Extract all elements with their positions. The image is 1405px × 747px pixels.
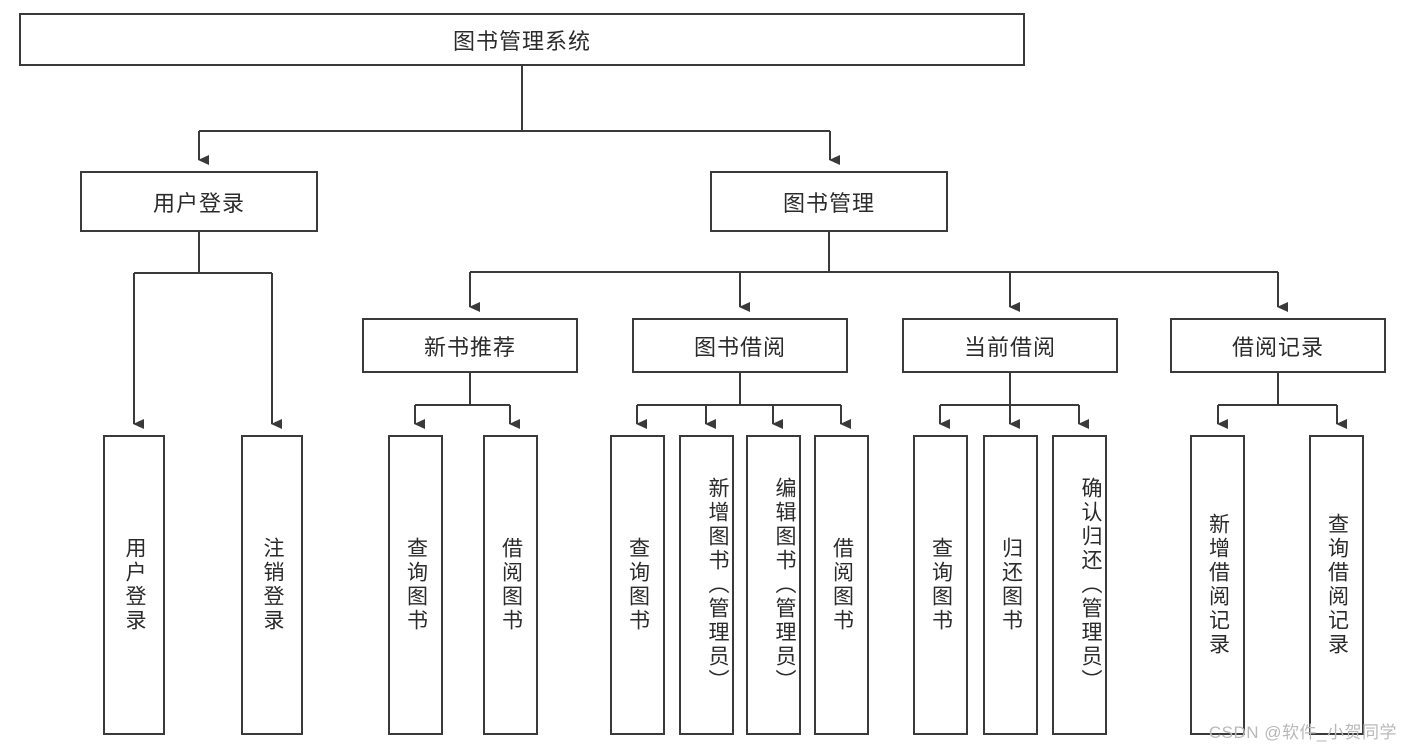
- node-leaf-query-book-3-label: 查询图书: [929, 537, 953, 633]
- node-current-borrow-label: 当前借阅: [963, 334, 1056, 360]
- node-leaf-confirm-return-label: 确认归还（管理员）: [1079, 477, 1102, 693]
- node-leaf-add-record[interactable]: 新增借阅记录: [1190, 435, 1245, 735]
- node-leaf-borrow-book-1-label: 借阅图书: [499, 537, 523, 633]
- node-leaf-logout-label: 注销登录: [261, 537, 284, 633]
- node-leaf-query-book-1-label: 查询图书: [404, 537, 428, 633]
- node-leaf-return-book-label: 归还图书: [999, 537, 1023, 633]
- node-leaf-query-record[interactable]: 查询借阅记录: [1309, 435, 1364, 735]
- node-leaf-query-book-1[interactable]: 查询图书: [388, 435, 443, 735]
- node-borrow-record[interactable]: 借阅记录: [1170, 318, 1386, 373]
- node-leaf-edit-book-label: 编辑图书（管理员）: [773, 477, 796, 693]
- node-new-book-rec[interactable]: 新书推荐: [362, 318, 578, 373]
- node-leaf-query-record-label: 查询借阅记录: [1325, 513, 1349, 657]
- node-leaf-add-book[interactable]: 新增图书（管理员）: [679, 435, 734, 735]
- node-leaf-borrow-book-2[interactable]: 借阅图书: [814, 435, 869, 735]
- node-borrow-record-label: 借阅记录: [1231, 334, 1324, 360]
- node-leaf-query-book-2[interactable]: 查询图书: [610, 435, 665, 735]
- node-leaf-add-book-label: 新增图书（管理员）: [706, 477, 729, 693]
- node-book-borrow-label: 图书借阅: [693, 334, 786, 360]
- node-leaf-logout[interactable]: 注销登录: [241, 435, 303, 735]
- node-leaf-borrow-book-2-label: 借阅图书: [830, 537, 854, 633]
- node-user-login-label: 用户登录: [152, 190, 245, 216]
- node-new-book-rec-label: 新书推荐: [423, 334, 516, 360]
- node-current-borrow[interactable]: 当前借阅: [902, 318, 1118, 373]
- node-leaf-confirm-return[interactable]: 确认归还（管理员）: [1052, 435, 1107, 735]
- node-leaf-user-login[interactable]: 用户登录: [103, 435, 165, 735]
- node-leaf-add-record-label: 新增借阅记录: [1206, 513, 1230, 657]
- node-leaf-edit-book[interactable]: 编辑图书（管理员）: [746, 435, 801, 735]
- node-leaf-query-book-2-label: 查询图书: [626, 537, 650, 633]
- node-book-borrow[interactable]: 图书借阅: [632, 318, 848, 373]
- node-root-label: 图书管理系统: [452, 28, 591, 54]
- node-root[interactable]: 图书管理系统: [19, 13, 1025, 66]
- node-leaf-query-book-3[interactable]: 查询图书: [913, 435, 968, 735]
- node-user-login[interactable]: 用户登录: [80, 171, 318, 232]
- node-leaf-user-login-label: 用户登录: [123, 537, 146, 633]
- watermark-text: CSDN @软件_小贺同学: [1208, 723, 1397, 742]
- node-book-manage[interactable]: 图书管理: [710, 171, 948, 232]
- node-leaf-borrow-book-1[interactable]: 借阅图书: [483, 435, 538, 735]
- node-book-manage-label: 图书管理: [782, 190, 875, 216]
- node-leaf-return-book[interactable]: 归还图书: [983, 435, 1038, 735]
